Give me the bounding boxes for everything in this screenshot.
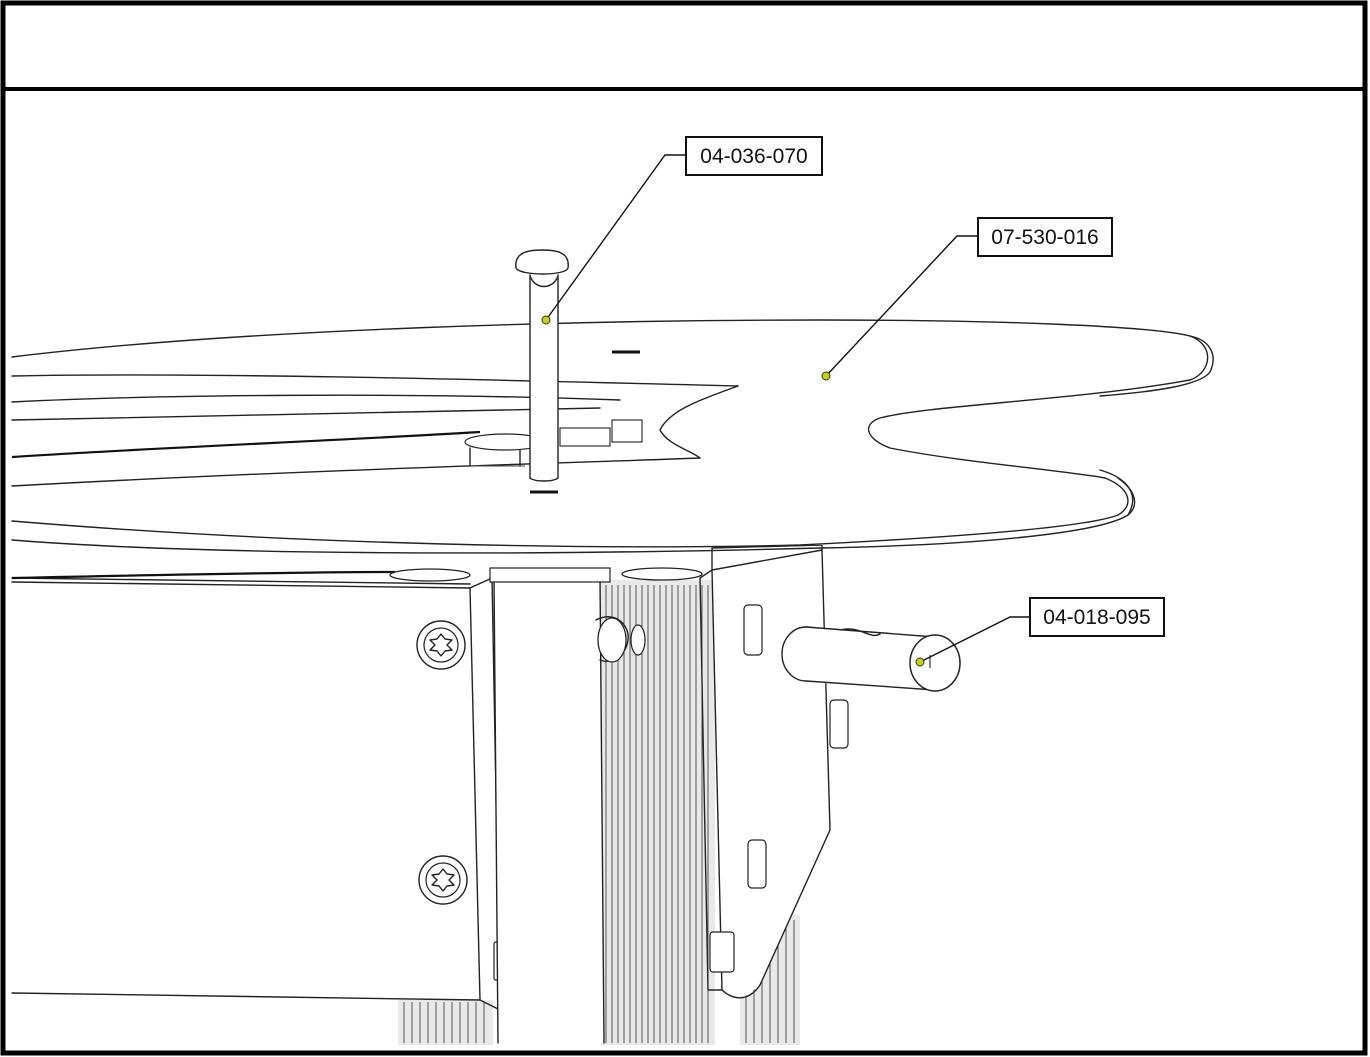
- center-post: [493, 577, 646, 1044]
- lower-assembly: [11, 544, 849, 1045]
- callout-plate: 07-530-016: [821, 217, 1113, 381]
- vertical-pin: [515, 249, 569, 482]
- horizontal-rod: [781, 626, 961, 692]
- lower-rim: [11, 567, 703, 583]
- screw-lower: [418, 855, 468, 905]
- leader-dot: [915, 657, 925, 667]
- leader-dot: [821, 371, 831, 381]
- callout-box: [685, 136, 823, 176]
- part-number-label: 04-018-095: [1043, 606, 1150, 629]
- callout-box: [977, 217, 1113, 257]
- callout-pin: 04-036-070: [541, 136, 823, 325]
- screw-upper: [416, 620, 466, 670]
- part-number-label: 04-036-070: [700, 145, 807, 168]
- leader-dot: [541, 315, 551, 325]
- callout-rod: 04-018-095: [915, 597, 1165, 667]
- callout-box: [1029, 597, 1165, 637]
- part-number-label: 07-530-016: [991, 226, 1098, 249]
